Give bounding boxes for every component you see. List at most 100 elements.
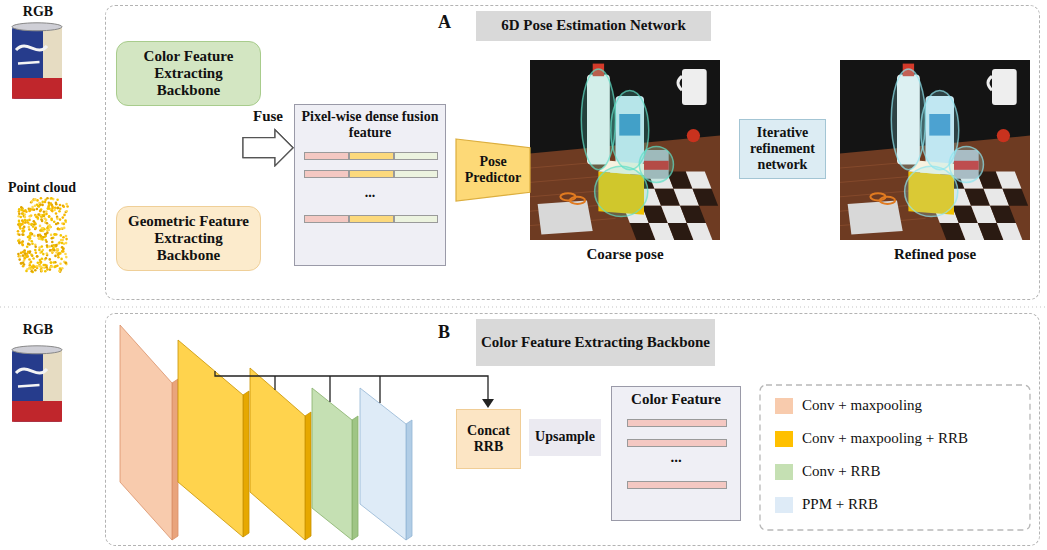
paper: [848, 200, 903, 234]
cloud-point: [46, 231, 49, 234]
cloud-point: [50, 219, 53, 222]
cloud-point: [23, 210, 26, 213]
cloud-point: [64, 253, 67, 256]
checker-square: [693, 189, 719, 206]
cloud-point: [65, 211, 68, 214]
panel: BColor Feature Extracting BackboneConcat…: [105, 313, 1040, 546]
cloud-point: [36, 208, 39, 211]
cloud-point: [48, 229, 51, 232]
cloud-point: [54, 265, 57, 268]
cloud-point: [31, 243, 34, 246]
feature-bar: [304, 170, 349, 178]
cloud-point: [18, 220, 21, 223]
feature-bar: [349, 215, 394, 223]
fuse-arrow: [243, 130, 293, 166]
layer-side: [406, 420, 412, 540]
pose-overlay: [595, 166, 648, 216]
cloud-point: [63, 227, 66, 230]
cloud-point: [56, 199, 59, 202]
cloud-point: [18, 242, 21, 245]
cloud-point: [56, 217, 59, 220]
edge-label: Fuse: [251, 108, 285, 125]
point-cloud: [17, 197, 69, 273]
cloud-point: [39, 225, 42, 228]
separator-line: [0, 306, 1047, 307]
checker-square: [996, 172, 1022, 189]
node-text: B: [438, 322, 450, 343]
cloud-point: [17, 253, 20, 256]
pose-overlay: [949, 146, 983, 182]
cloud-point: [39, 229, 42, 232]
can-swoosh: [18, 62, 40, 64]
cloud-point: [22, 220, 25, 223]
cloud-point: [24, 252, 27, 255]
cloud-point: [54, 233, 57, 236]
cloud-point: [35, 252, 38, 255]
cloud-point: [34, 249, 37, 252]
layer-slab: [178, 340, 243, 537]
input-label: RGB: [23, 4, 53, 20]
mug: [682, 69, 707, 105]
legend-text: PPM + RRB: [802, 496, 878, 513]
checker-square: [1003, 189, 1029, 206]
cloud-point: [22, 233, 25, 236]
cloud-point: [56, 248, 59, 251]
cloud-point: [45, 240, 48, 243]
cloud-point: [43, 267, 46, 270]
node-text: Iterative refinement network: [744, 125, 821, 173]
input-label: Point cloud: [8, 180, 76, 196]
cloud-point: [58, 228, 61, 231]
can-photo: [12, 346, 62, 422]
cloud-point: [45, 210, 48, 213]
cloud-point: [44, 201, 47, 204]
cloud-point: [51, 241, 54, 244]
cloud-point: [46, 252, 49, 255]
concat-box: Concat RRB: [456, 409, 521, 469]
feature-bar: [394, 215, 438, 223]
cloud-point: [65, 203, 68, 206]
skip-connection: [215, 371, 488, 400]
cloud-point: [26, 268, 29, 271]
cloud-point: [22, 212, 25, 215]
cloud-point: [46, 244, 49, 247]
can-band: [12, 78, 62, 99]
cloud-point: [53, 209, 56, 212]
checker-square: [990, 206, 1016, 223]
cloud-point: [29, 237, 32, 240]
node-text: Color Feature: [631, 391, 721, 408]
cloud-point: [49, 245, 52, 248]
block-arrow: [243, 130, 293, 166]
cloud-point: [41, 269, 44, 272]
predictor-box: Pose Predictor: [456, 139, 530, 201]
scene-photo: [840, 60, 1030, 240]
cloud-point: [21, 233, 24, 236]
cloud-point: [22, 251, 25, 254]
cloud-point: [51, 205, 54, 208]
cloud-point: [29, 250, 32, 253]
cloud-point: [29, 215, 32, 218]
cloud-point: [21, 243, 24, 246]
cloud-point: [53, 220, 56, 223]
cloud-point: [40, 197, 43, 200]
cloud-point: [19, 226, 22, 229]
cloud-point: [49, 258, 52, 261]
cloud-point: [22, 261, 25, 264]
cloud-point: [53, 233, 56, 236]
pose-overlay: [905, 166, 958, 216]
cloud-point: [60, 227, 63, 230]
block-arrow: [243, 130, 293, 166]
cloud-point: [66, 205, 69, 208]
cloud-point: [65, 238, 68, 241]
legend-swatch: [775, 464, 793, 480]
legend-swatch: [775, 497, 793, 513]
cloud-point: [41, 245, 44, 248]
cloud-point: [59, 204, 62, 207]
cloud-point: [57, 254, 60, 257]
can-lid: [12, 346, 62, 354]
cloud-point: [40, 270, 43, 273]
cloud-point: [22, 244, 25, 247]
ellipsis-text: ...: [612, 449, 740, 466]
legend-text: Conv + RRB: [802, 463, 880, 480]
cloud-point: [55, 251, 58, 254]
cloud-point: [43, 213, 46, 216]
